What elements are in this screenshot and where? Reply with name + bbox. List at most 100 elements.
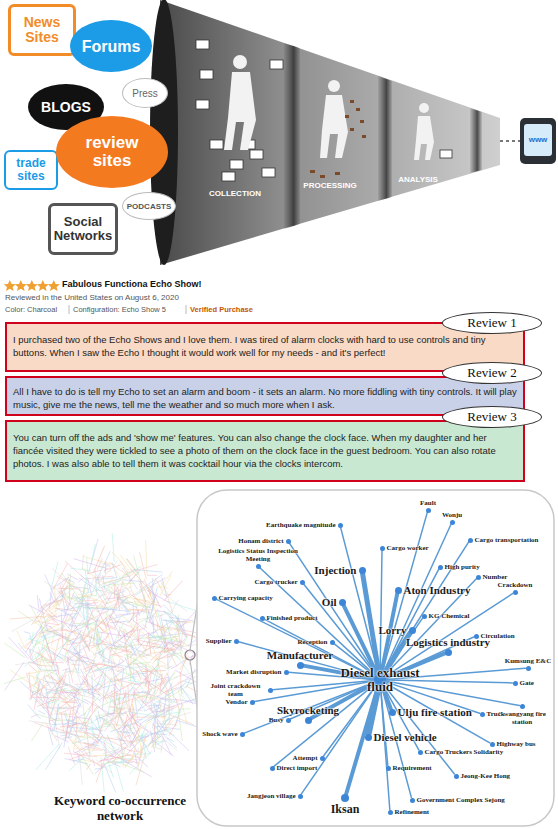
network-strand bbox=[47, 689, 77, 694]
keyword-node: Market disruption bbox=[284, 670, 289, 675]
network-strand bbox=[65, 710, 70, 741]
network-strand bbox=[166, 706, 177, 710]
network-strand bbox=[57, 707, 68, 710]
network-strand bbox=[91, 544, 95, 564]
network-strand bbox=[101, 717, 111, 723]
network-strand bbox=[116, 737, 125, 742]
network-strand bbox=[118, 732, 135, 734]
network-strand bbox=[114, 694, 140, 695]
network-strand bbox=[93, 595, 109, 612]
network-strand bbox=[111, 658, 112, 673]
network-strand bbox=[156, 696, 184, 706]
network-strand bbox=[83, 556, 115, 565]
network-strand bbox=[97, 729, 102, 732]
network-strand bbox=[67, 574, 78, 580]
separator bbox=[69, 305, 70, 314]
network-strand bbox=[69, 673, 70, 686]
keyword-node: Jangjeon village bbox=[298, 794, 303, 799]
screen-face bbox=[524, 124, 552, 156]
network-strand bbox=[107, 758, 134, 767]
network-strand bbox=[50, 674, 59, 695]
network-strand bbox=[115, 566, 141, 581]
network-strand bbox=[116, 644, 123, 647]
network-strand bbox=[148, 736, 158, 746]
co-occurrence-link bbox=[384, 685, 455, 774]
network-strand bbox=[125, 669, 127, 675]
network-strand bbox=[70, 586, 88, 589]
network-strand bbox=[88, 577, 92, 595]
network-strand bbox=[38, 700, 53, 715]
network-strand bbox=[88, 539, 98, 574]
network-strand bbox=[165, 728, 189, 751]
network-strand bbox=[65, 635, 69, 662]
keyword-label: High purity bbox=[445, 563, 480, 571]
network-strand bbox=[89, 701, 94, 710]
review-tag: Review 2 bbox=[442, 362, 542, 384]
keyword-label: Market disruption bbox=[226, 668, 281, 676]
keyword-node: Kumsung E&C bbox=[526, 666, 531, 671]
network-strand bbox=[136, 615, 163, 620]
network-strand bbox=[126, 725, 131, 729]
funnel-divider bbox=[284, 43, 300, 229]
node-label: News Sites bbox=[11, 15, 73, 45]
co-occurrence-link bbox=[386, 681, 520, 705]
network-strand bbox=[110, 561, 117, 572]
keyword-node: Refinement bbox=[388, 810, 393, 815]
network-strand bbox=[74, 739, 101, 753]
keyword-node: Busy bbox=[286, 718, 291, 723]
network-strand bbox=[73, 752, 104, 768]
network-strand bbox=[54, 651, 61, 682]
network-strand bbox=[101, 736, 133, 752]
keyword-label: Attempt bbox=[293, 754, 318, 762]
network-strand bbox=[140, 645, 174, 650]
network-strand bbox=[122, 725, 127, 730]
network-strand bbox=[72, 656, 78, 676]
network-strand bbox=[63, 737, 72, 738]
network-strand bbox=[115, 617, 120, 627]
zoom-panel bbox=[197, 490, 554, 826]
network-strand bbox=[32, 608, 44, 625]
node-label: review sites bbox=[70, 134, 154, 170]
network-strand bbox=[112, 740, 132, 763]
network-strand bbox=[126, 651, 131, 658]
network-strand bbox=[65, 648, 82, 679]
network-strand bbox=[55, 714, 75, 715]
network-strand bbox=[141, 736, 149, 738]
keyword-node: Cargo transportation bbox=[468, 538, 473, 543]
node-label: Review 2 bbox=[467, 366, 516, 380]
network-hairball bbox=[4, 533, 207, 793]
network-strand bbox=[107, 750, 118, 756]
review-text: I purchased two of the Echo Shows and I … bbox=[13, 334, 486, 358]
network-strand bbox=[137, 748, 138, 755]
network-strand bbox=[112, 708, 121, 711]
network-strand bbox=[162, 592, 188, 611]
co-occurrence-link bbox=[346, 686, 378, 794]
caption-label: Configuration: Echo Show 5 bbox=[73, 305, 166, 314]
network-strand bbox=[148, 635, 173, 641]
network-strand bbox=[137, 616, 139, 646]
network-strand bbox=[61, 613, 63, 647]
network-strand bbox=[107, 707, 143, 711]
network-strand bbox=[147, 690, 156, 704]
co-occurrence-link bbox=[244, 682, 374, 733]
network-strand bbox=[65, 561, 83, 578]
network-strand bbox=[120, 561, 128, 573]
keyword-label: Government Complex Sejong bbox=[417, 796, 505, 804]
keyword-label: Shock wave bbox=[202, 730, 237, 738]
review-tag: Review 1 bbox=[442, 312, 542, 334]
network-strand bbox=[106, 609, 109, 616]
keyword-node: Skyrocketing bbox=[305, 717, 312, 724]
network-strand bbox=[65, 633, 67, 643]
network-strand bbox=[82, 555, 83, 570]
network-strand bbox=[75, 684, 86, 685]
keyword-node: Earthquake magnitude bbox=[338, 523, 343, 528]
network-strand bbox=[54, 704, 58, 730]
network-strand bbox=[34, 722, 56, 730]
network-strand bbox=[47, 662, 63, 663]
network-strand bbox=[28, 639, 39, 643]
keyword-label: Highway bus bbox=[497, 740, 536, 748]
network-strand bbox=[169, 617, 194, 621]
source-bubble: review sites bbox=[56, 116, 168, 188]
network-strand bbox=[169, 714, 195, 725]
network-strand bbox=[168, 599, 173, 613]
